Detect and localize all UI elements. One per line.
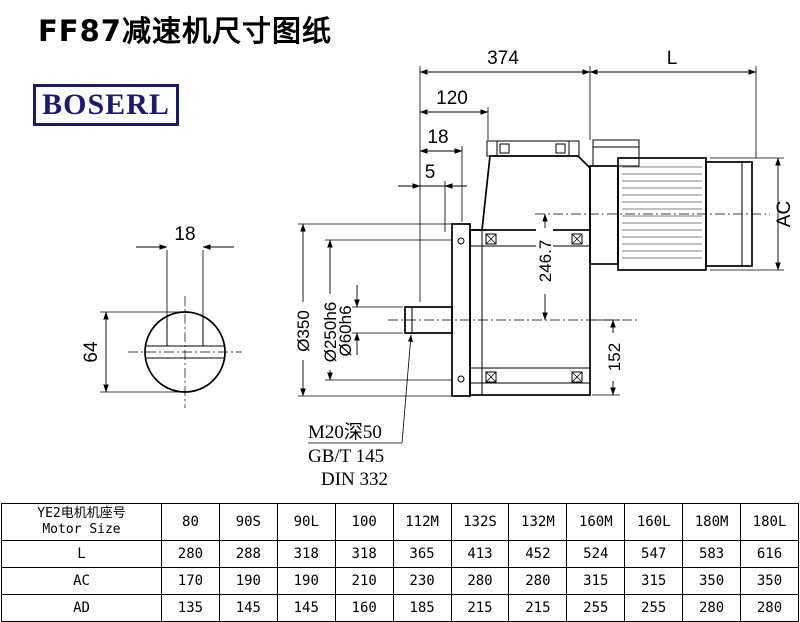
cell: 318 bbox=[276, 540, 336, 568]
cell: 210 bbox=[334, 567, 394, 595]
shaft-end-view bbox=[128, 296, 242, 408]
col-header: 90S bbox=[218, 503, 278, 541]
dim-152-label: 152 bbox=[605, 343, 624, 371]
standard-din-label: DIN 332 bbox=[321, 469, 388, 490]
cell: 616 bbox=[740, 540, 799, 568]
dim-key-width: 18 bbox=[136, 224, 234, 340]
table-header-row: YE2电机机座号 Motor Size 80 90S 90L 100 112M … bbox=[1, 503, 799, 541]
bolt-symbol bbox=[485, 233, 497, 245]
dim-AC-label: AC bbox=[774, 201, 795, 227]
cell: 280 bbox=[450, 567, 510, 595]
dim-246-7: 246.7 bbox=[536, 213, 555, 321]
dim-dia250-label: Ø250h6 bbox=[321, 302, 340, 363]
table-header-motor-size: YE2电机机座号 Motor Size bbox=[1, 503, 162, 541]
cell: 315 bbox=[624, 567, 684, 595]
dim-18: 18 bbox=[419, 127, 463, 222]
col-header: 132S bbox=[450, 503, 510, 541]
dim-246-label: 246.7 bbox=[536, 240, 555, 283]
col-header: 100 bbox=[334, 503, 394, 541]
dim-AC: AC bbox=[710, 157, 795, 271]
table-row-AD: AD 135 145 145 160 185 215 215 255 255 2… bbox=[1, 594, 799, 622]
cell: 215 bbox=[508, 594, 568, 622]
dim-120-label: 120 bbox=[436, 88, 468, 109]
cell: 135 bbox=[161, 594, 220, 622]
dim-L-label: L bbox=[667, 48, 678, 69]
dim-5: 5 bbox=[398, 162, 467, 232]
cell: 280 bbox=[508, 567, 568, 595]
bolt-symbol bbox=[571, 233, 583, 245]
cell: 185 bbox=[392, 594, 452, 622]
cell: 230 bbox=[392, 567, 452, 595]
col-header: 80 bbox=[161, 503, 220, 541]
col-header: 180L bbox=[740, 503, 799, 541]
dim-120: 120 bbox=[419, 88, 489, 140]
cell: 280 bbox=[682, 594, 742, 622]
dim-dia350-label: Ø350 bbox=[294, 310, 313, 352]
dim-flange-diameter: Ø350 bbox=[294, 223, 452, 397]
dim-dia60-label: Ø60h6 bbox=[336, 305, 355, 356]
col-header: 112M bbox=[392, 503, 452, 541]
cell: 280 bbox=[161, 540, 220, 568]
thread-annotation: M20深50 GB/T 145 DIN 332 bbox=[308, 334, 413, 490]
cell: 280 bbox=[740, 594, 799, 622]
cell: 145 bbox=[276, 594, 336, 622]
dim-shaft-height: 64 bbox=[81, 311, 180, 393]
cell: 452 bbox=[508, 540, 568, 568]
row-label: AC bbox=[1, 567, 162, 595]
cell: 255 bbox=[566, 594, 626, 622]
dim-152: 152 bbox=[592, 319, 624, 396]
bolt-symbol bbox=[485, 371, 497, 383]
col-header: 180M bbox=[682, 503, 742, 541]
page-title: FF87减速机尺寸图纸 bbox=[38, 14, 332, 48]
standard-gbt-label: GB/T 145 bbox=[308, 446, 384, 467]
cell: 160 bbox=[334, 594, 394, 622]
cell: 365 bbox=[392, 540, 452, 568]
cell: 145 bbox=[218, 594, 278, 622]
cell: 524 bbox=[566, 540, 626, 568]
technical-drawing: 18 64 bbox=[81, 48, 795, 490]
col-header: 90L bbox=[276, 503, 336, 541]
cell: 288 bbox=[218, 540, 278, 568]
bolt-symbol bbox=[571, 371, 583, 383]
motor-size-table: YE2电机机座号 Motor Size 80 90S 90L 100 112M … bbox=[1, 503, 799, 622]
dim-spigot-diameter: Ø250h6 bbox=[321, 239, 452, 381]
thread-label: M20深50 bbox=[308, 421, 382, 443]
dim-shaft-height-label: 64 bbox=[81, 341, 102, 363]
cell: 350 bbox=[740, 567, 799, 595]
dim-374-label: 374 bbox=[487, 48, 519, 69]
table-row-L: L 280 288 318 318 365 413 452 524 547 58… bbox=[1, 540, 799, 568]
cell: 190 bbox=[276, 567, 336, 595]
brand-text: BOSERL bbox=[42, 88, 170, 121]
header-cn: YE2电机机座号 bbox=[37, 506, 126, 521]
dim-shaft-diameter: Ø60h6 bbox=[336, 285, 403, 357]
cell: 318 bbox=[334, 540, 394, 568]
cell: 547 bbox=[624, 540, 684, 568]
col-header: 160M bbox=[566, 503, 626, 541]
col-header: 132M bbox=[508, 503, 568, 541]
cell: 413 bbox=[450, 540, 510, 568]
cell: 315 bbox=[566, 567, 626, 595]
cell: 170 bbox=[161, 567, 220, 595]
col-header: 160L bbox=[624, 503, 684, 541]
cell: 583 bbox=[682, 540, 742, 568]
dim-18-label: 18 bbox=[427, 127, 448, 148]
row-label: L bbox=[1, 540, 162, 568]
cell: 255 bbox=[624, 594, 684, 622]
table-row-AC: AC 170 190 190 210 230 280 280 315 315 3… bbox=[1, 567, 799, 595]
gearbox-side-view bbox=[388, 139, 770, 397]
dim-5-label: 5 bbox=[425, 162, 436, 183]
cell: 350 bbox=[682, 567, 742, 595]
brand-logo: BOSERL bbox=[33, 84, 179, 126]
row-label: AD bbox=[1, 594, 162, 622]
dim-key-width-label: 18 bbox=[174, 224, 195, 245]
header-en: Motor Size bbox=[42, 522, 121, 537]
cell: 215 bbox=[450, 594, 510, 622]
cell: 190 bbox=[218, 567, 278, 595]
